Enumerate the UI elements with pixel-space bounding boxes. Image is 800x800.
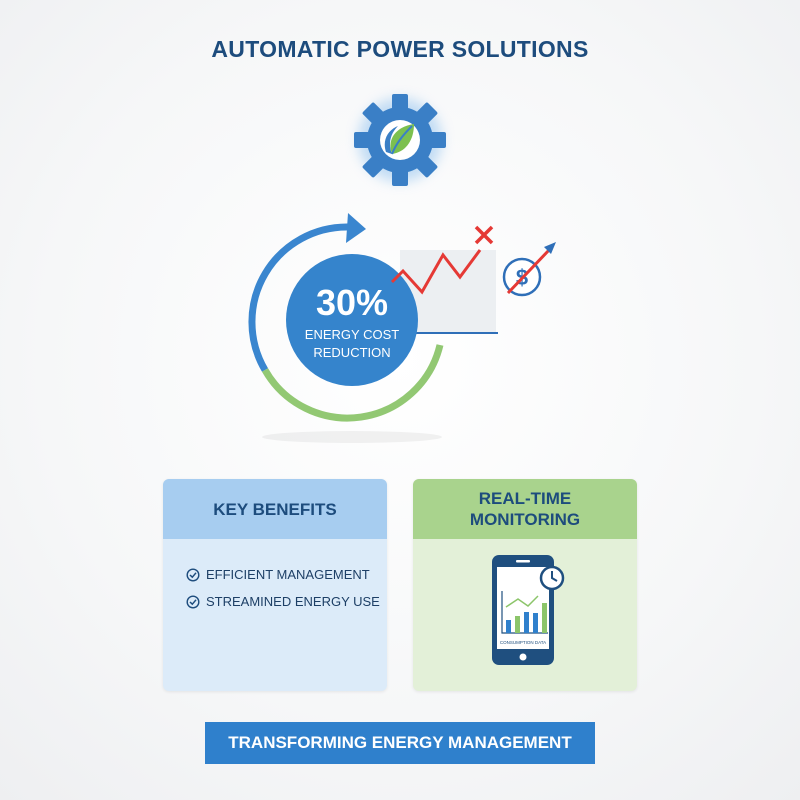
clock-icon [539, 565, 565, 591]
screen-caption: CONSUMPTION DATA [500, 640, 546, 645]
hero-circle [286, 254, 418, 386]
progress-ring-green [261, 344, 444, 422]
hero-graphic: 30% ENERGY COST REDUCTION $ [248, 213, 556, 443]
key-benefits-title: KEY BENEFITS [163, 479, 387, 539]
monitoring-card: REAL-TIME MONITORING CONSUMPTION DATA [413, 479, 637, 691]
benefit-item: EFFICIENT MANAGEMENT [186, 567, 387, 582]
footer-banner: TRANSFORMING ENERGY MANAGEMENT [205, 722, 595, 764]
ring-arrow-icon [346, 213, 366, 243]
shadow [262, 431, 442, 443]
hero-label-2: REDUCTION [313, 345, 390, 360]
smartphone-chart-icon: CONSUMPTION DATA [492, 555, 565, 665]
dollar-arrow-icon: $ [502, 242, 556, 297]
benefit-label: EFFICIENT MANAGEMENT [206, 567, 370, 582]
benefit-item: STREAMINED ENERGY USE [186, 594, 387, 609]
benefit-label: STREAMINED ENERGY USE [206, 594, 380, 609]
progress-ring-blue [248, 223, 351, 372]
check-circle-icon [186, 567, 200, 582]
hero-value: 30% [316, 282, 388, 323]
hero-label-1: ENERGY COST [305, 327, 399, 342]
cost-trend-line [390, 249, 482, 295]
monitoring-title: REAL-TIME MONITORING [413, 479, 637, 539]
key-benefits-card: KEY BENEFITS EFFICIENT MANAGEMENT STREAM… [163, 479, 387, 691]
chart-area [400, 250, 496, 333]
x-mark-icon [474, 225, 494, 245]
monitoring-title-line2: MONITORING [469, 510, 581, 529]
check-circle-icon [186, 594, 200, 609]
monitoring-title-line1: REAL-TIME [478, 489, 572, 508]
gear-leaf-icon [354, 94, 446, 186]
page-title: AUTOMATIC POWER SOLUTIONS [211, 36, 589, 62]
